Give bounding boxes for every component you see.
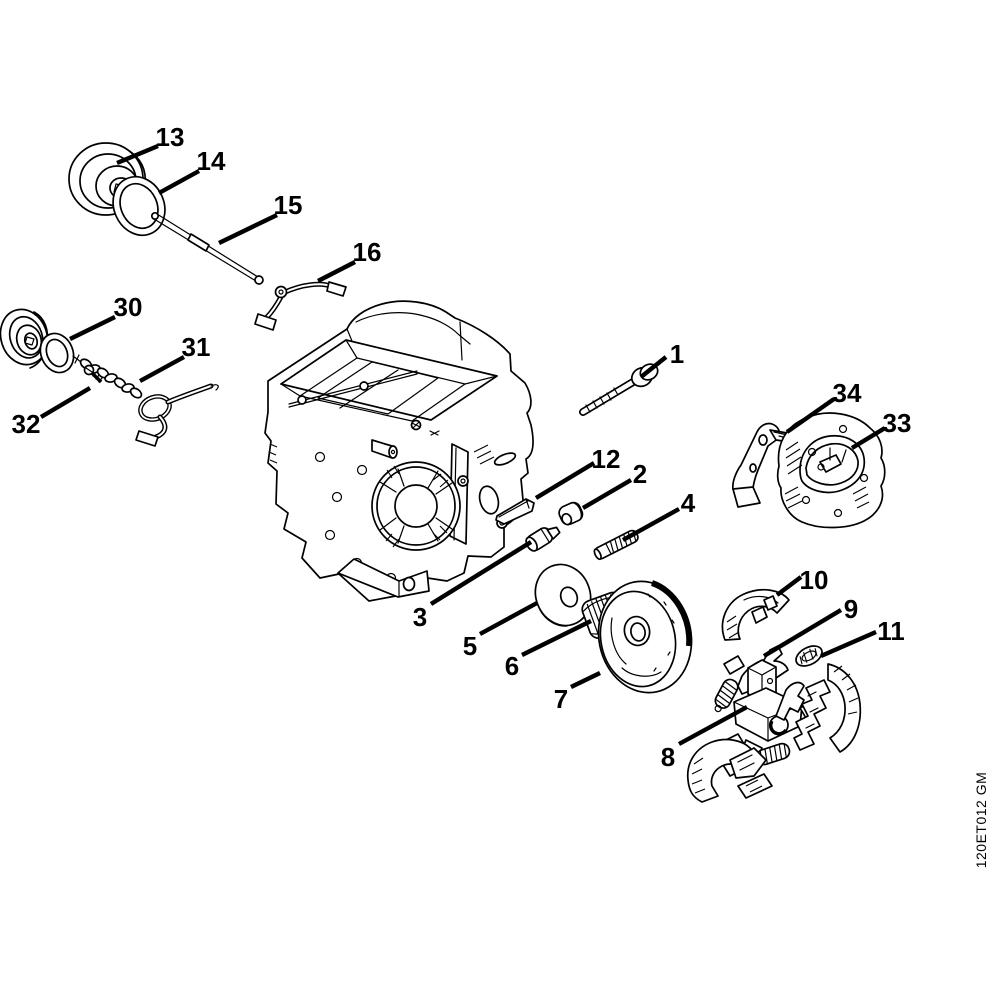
part-32-screw-drawing [83,364,103,384]
part-8-shoe-bottom-drawing [686,738,773,803]
callout-leaders [39,143,887,746]
callout-16-label: 16 [353,237,382,267]
callout-12-leader [534,461,596,500]
part-8-shoe-right-drawing [793,663,862,753]
callout-13-label: 13 [156,122,185,152]
part-10-shoe-drawing [721,588,790,641]
callout-11-label: 11 [877,616,905,646]
callout-8-label: 8 [661,742,675,772]
callout-4-leader [621,507,681,542]
callout-31-leader [138,355,186,383]
callout-10-label: 10 [800,565,829,595]
callout-10-leader [775,575,803,597]
part-16-lever-drawing [254,281,347,331]
part-11-nipple-drawing [795,645,823,667]
callout-5-label: 5 [463,631,477,661]
part-3-pin-drawing [525,526,561,552]
part-8-spring-upper-drawing [714,678,739,713]
callout-30-leader [69,315,116,341]
callout-12-label: 12 [592,444,621,474]
callout-11-leader [820,629,877,659]
callout-7-leader [570,671,601,689]
callout-5-leader [478,601,539,636]
callout-2-leader [581,478,633,510]
part-15-rod-drawing [150,211,264,285]
callout-4-label: 4 [681,488,696,518]
callout-2-label: 2 [633,459,647,489]
callout-7-label: 7 [554,684,568,714]
callout-3-label: 3 [413,602,427,632]
part-12-key-drawing [495,498,535,525]
callout-14-label: 14 [197,146,226,176]
part-30-gasket-drawing [39,332,75,374]
part-33-carrier-drawing [776,412,886,529]
callout-14-leader [157,169,201,195]
callout-15-label: 15 [274,190,303,220]
callout-labels: 1 2 3 4 5 6 7 8 9 10 11 12 13 14 15 16 3… [12,122,912,772]
callout-6-leader [521,619,592,657]
part-31-chain-drawing [72,354,219,447]
part-14-ring-drawing [112,175,166,237]
callout-33-leader [850,426,887,450]
callout-34-label: 34 [833,378,862,408]
callout-16-leader [316,260,357,283]
callout-1-leader [639,355,668,379]
callout-33-label: 33 [883,408,912,438]
callout-31-label: 31 [182,332,211,362]
part-7-drum-drawing [597,580,693,694]
figure-id-watermark: 120ET012 GM [973,772,989,869]
callout-6-label: 6 [505,651,519,681]
callout-1-label: 1 [670,339,684,369]
callout-9-leader [762,608,843,658]
crankcase-drawing [264,300,534,602]
callout-30-label: 30 [114,292,143,322]
callout-15-leader [218,213,278,245]
callout-34-leader [785,397,836,434]
callout-32-label: 32 [12,409,41,439]
callout-9-label: 9 [844,594,858,624]
callout-3-leader [429,540,533,606]
part-8-pawl-drawing [775,681,805,721]
callout-8-leader [677,705,749,746]
callout-32-leader [39,386,92,419]
callout-13-leader [116,143,159,166]
part-5-washer-drawing [534,563,592,627]
part-2-bushing-drawing [558,501,584,526]
